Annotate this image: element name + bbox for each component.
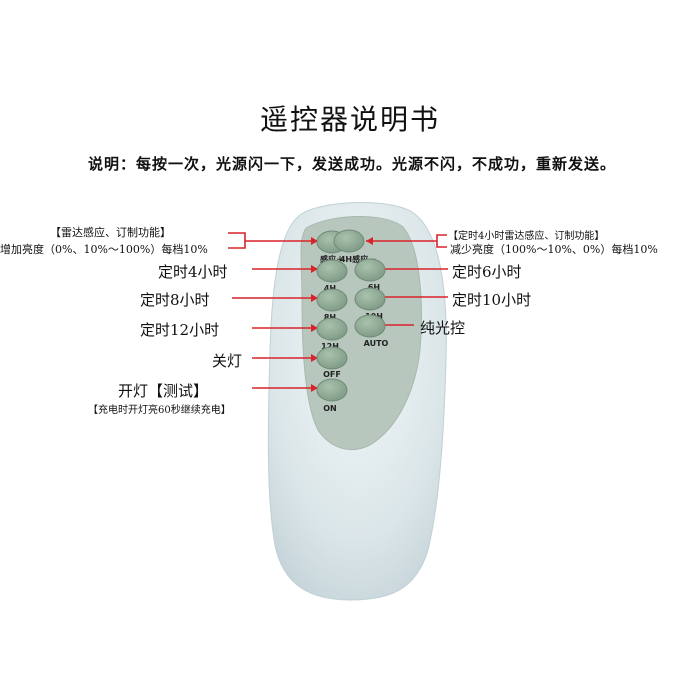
label-increase-brightness: 增加亮度（0%、10%～100%）每档10% <box>0 243 208 256</box>
label-timer-10h: 定时10小时 <box>452 291 532 309</box>
button-auto: AUTO <box>354 314 389 348</box>
button-6h: 6H <box>354 258 386 292</box>
svg-text:OFF: OFF <box>323 370 341 379</box>
button-on: ON <box>316 378 348 413</box>
svg-text:12H: 12H <box>321 342 339 351</box>
svg-text:感应＋: 感应＋ <box>320 254 344 264</box>
label-charge-note: 【充电时开灯亮60秒继续充电】 <box>88 405 231 416</box>
label-timer-6h: 定时6小时 <box>452 263 522 281</box>
label-radar-function: 【雷达感应、订制功能】 <box>50 226 171 239</box>
label-timer-4h: 定时4小时 <box>158 263 228 281</box>
button-8h: 8H <box>316 288 348 322</box>
svg-text:8H: 8H <box>324 313 336 322</box>
svg-text:6H: 6H <box>368 283 380 292</box>
label-timer-12h: 定时12小时 <box>140 321 220 339</box>
label-timer-radar-function: 【定时4小时雷达感应、订制功能】 <box>448 231 605 242</box>
svg-text:ON: ON <box>323 404 337 413</box>
button-4h: 4H <box>316 259 348 293</box>
label-decrease-brightness: 减少亮度（100%～10%、0%）每档10% <box>450 243 658 256</box>
pointer-radar <box>228 232 318 249</box>
label-light-on-test: 开灯【测试】 <box>118 382 209 400</box>
button-off: OFF <box>316 346 348 379</box>
svg-text:4H: 4H <box>324 284 336 293</box>
svg-text:4H感应－: 4H感应－ <box>340 254 376 264</box>
button-4h-sense-minus: 4H感应－ <box>333 229 376 264</box>
label-timer-8h: 定时8小时 <box>140 291 210 309</box>
page-title: 遥控器说明书 <box>259 103 440 136</box>
label-pure-light-control: 纯光控 <box>420 319 466 337</box>
label-light-off: 关灯 <box>212 352 243 370</box>
pointer-4h-radar <box>366 234 447 248</box>
svg-text:AUTO: AUTO <box>364 339 389 348</box>
button-12h: 12H <box>316 317 348 351</box>
instruction-text: 说明：每按一次，光源闪一下，发送成功。光源不闪，不成功，重新发送。 <box>88 155 617 173</box>
